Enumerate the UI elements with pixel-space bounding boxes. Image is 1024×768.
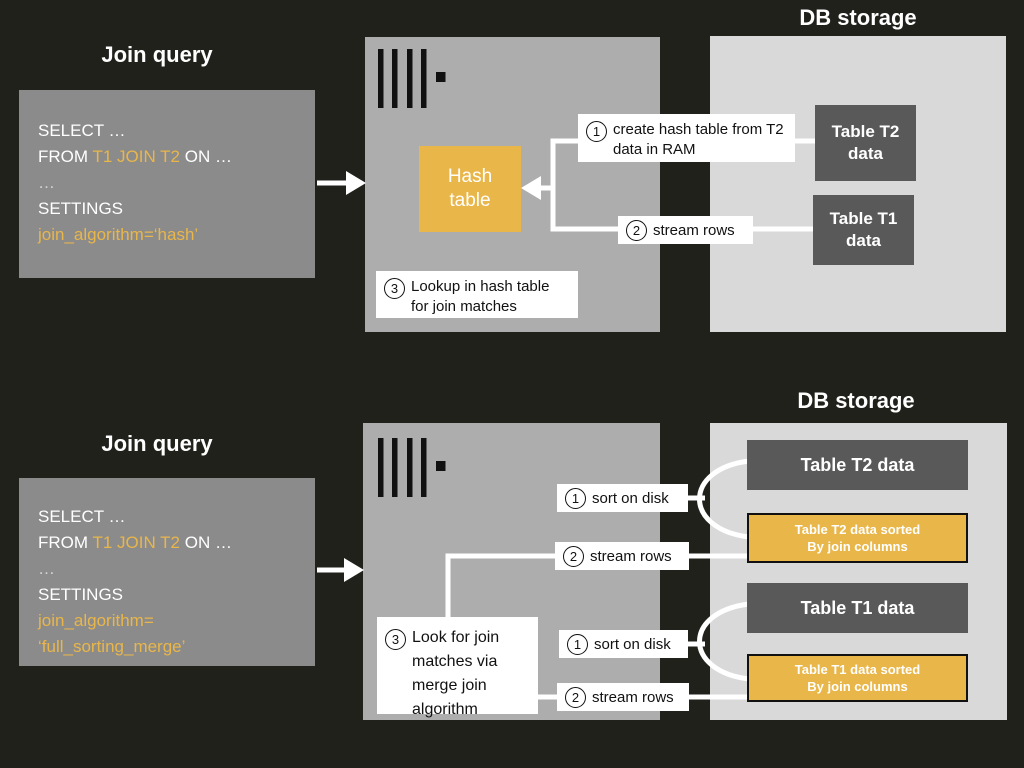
hash-join-query-title: Join query [101,42,213,67]
table-t1-data-box: Table T1 data [747,583,968,633]
step-number-icon: 1 [586,121,607,142]
table-t2-data-box: Table T2 data [815,105,916,181]
curve-sort-t2 [697,458,750,540]
query-line-settings: SETTINGS [38,199,124,218]
step-number-icon: 1 [565,487,586,509]
query-line-from: FROM T1 JOIN T2 ON … [38,533,232,552]
step-text: create hash table from T2 data in RAM [613,121,784,158]
step-lookup-hash-table: 3 Lookup in hash table for join matches [376,271,578,318]
query-from-tables: T1 JOIN T2 [92,147,181,166]
table-t2-sorted-box: Table T2 data sorted By join columns [747,513,968,563]
step-stream-rows-t1: 2 stream rows [557,683,689,711]
hash-join-query-box: SELECT … FROM T1 JOIN T2 ON … … SETTINGS… [19,90,315,278]
step-number-icon: 3 [385,629,406,650]
step-sort-on-disk-t2: 1 sort on disk [557,484,688,512]
step-text: stream rows [590,547,672,565]
step-text: sort on disk [592,489,669,507]
query-line-select: SELECT … [38,121,126,140]
step-text: Look for join matches via merge join alg… [412,629,500,718]
query-line-from: FROM T1 JOIN T2 ON … [38,147,232,166]
table-t1-data-box: Table T1 data [813,195,914,265]
clickhouse-server-icon [378,49,446,108]
table-t2-data-box: Table T2 data [747,440,968,490]
query-line-select: SELECT … [38,507,126,526]
step-number-icon: 1 [567,633,588,655]
step-sort-on-disk-t1: 1 sort on disk [559,630,688,658]
step-number-icon: 2 [563,545,584,567]
query-line-algorithm-2: ‘full_sorting_merge’ [38,637,186,656]
hash-join-db-storage-title: DB storage [799,5,917,30]
query-line-algorithm: join_algorithm=‘hash’ [38,225,199,244]
query-line-algorithm-1: join_algorithm= [38,611,154,630]
curve-sort-t1 [697,601,750,682]
step-number-icon: 3 [384,278,405,299]
step-number-icon: 2 [626,219,647,241]
merge-join-query-box: SELECT … FROM T1 JOIN T2 ON … … SETTINGS… [19,478,315,666]
step-text: Lookup in hash table for join matches [411,278,550,315]
hash-join-db-storage-box [710,36,1006,332]
step-merge-join-lookup: 3 Look for join matches via merge join a… [377,617,538,718]
hash-table-box: Hash table [419,146,521,232]
arrow-left-icon [521,176,541,200]
step-stream-rows-t2: 2 stream rows [555,542,689,570]
step-text: stream rows [592,688,674,706]
arrow-right-icon [344,558,364,582]
query-line-settings: SETTINGS [38,585,124,604]
merge-join-query-title: Join query [101,431,213,456]
query-line-ellipsis: … [38,559,55,578]
step-text: sort on disk [594,635,671,653]
merge-join-db-storage-title: DB storage [797,388,915,413]
query-line-ellipsis: … [38,173,55,192]
step-text: stream rows [653,221,735,239]
step-create-hash-table: 1 create hash table from T2 data in RAM [578,114,795,162]
bracket-steps-1-2 [550,138,618,232]
table-t1-sorted-box: Table T1 data sorted By join columns [747,654,968,702]
arrow-right-icon [346,171,366,195]
step-number-icon: 2 [565,686,586,708]
clickhouse-server-icon [378,438,446,497]
query-from-tables: T1 JOIN T2 [92,533,181,552]
bracket-stream-to-step3 [445,553,555,619]
step-stream-rows: 2 stream rows [618,216,753,244]
